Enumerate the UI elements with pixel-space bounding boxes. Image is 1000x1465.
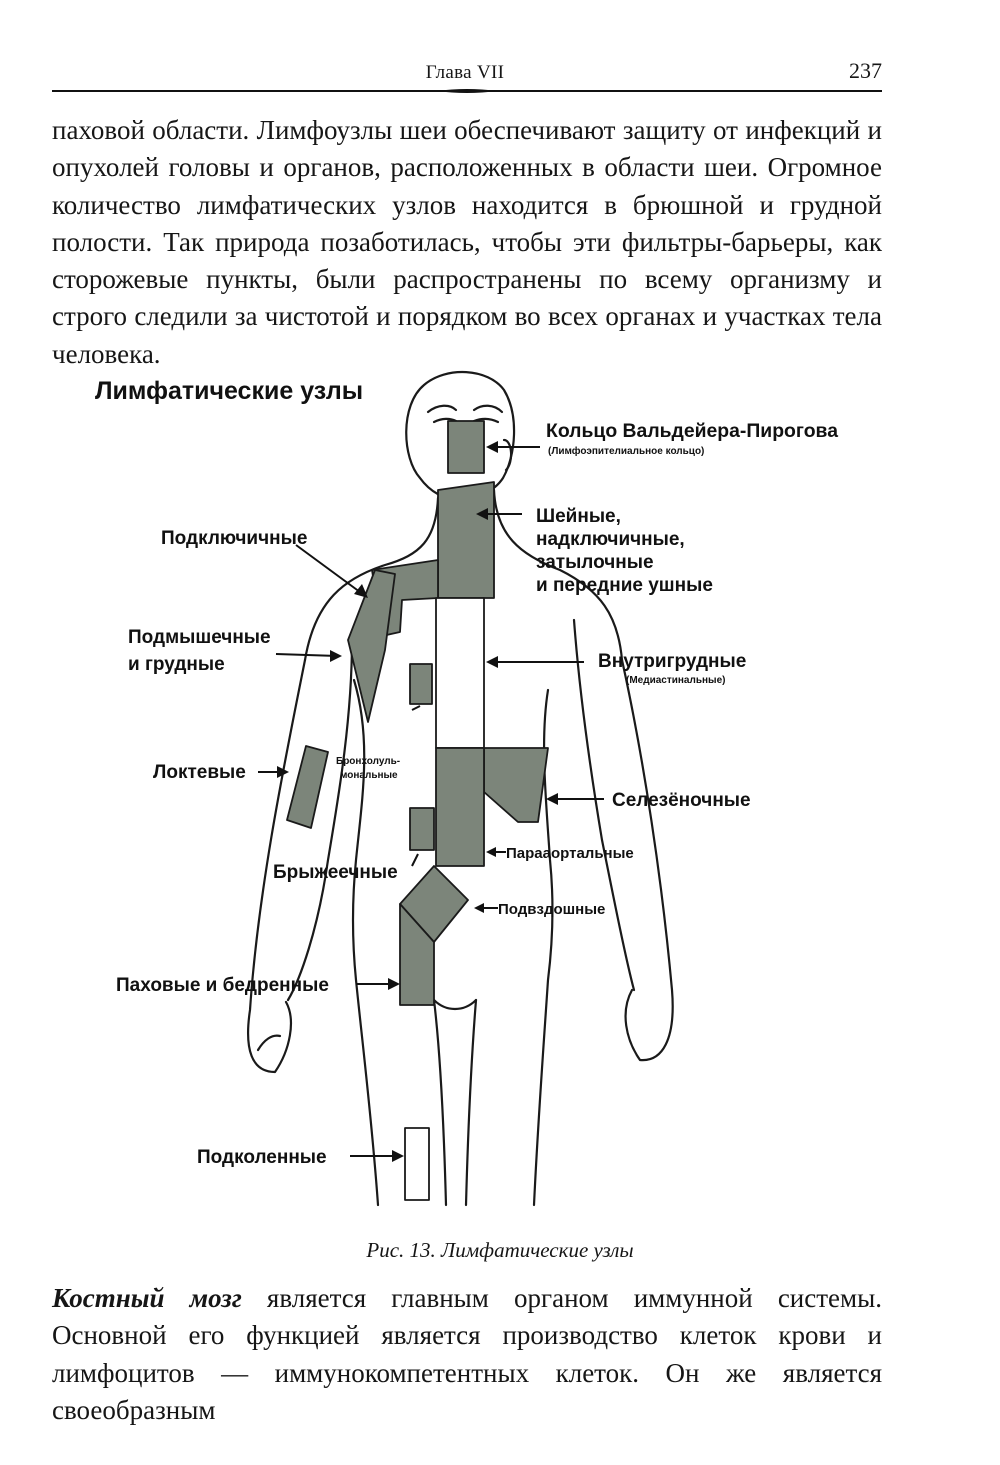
lymph-nodes-figure: Лимфатические узлы Кольцо Вальдейера-Пир… <box>95 371 838 1207</box>
label-cubital: Локтевые <box>153 762 246 783</box>
axillary-nodes <box>347 569 396 723</box>
paraaortic-nodes <box>435 747 485 867</box>
label-cervical-3: затылочные <box>536 552 654 573</box>
label-iliac: Подвздошные <box>498 901 605 918</box>
cubital-nodes <box>286 745 329 829</box>
mesenteric-nodes <box>409 807 435 851</box>
label-intrathoracic: Внутригрудные <box>598 651 746 672</box>
label-mesenteric: Брыжеечные <box>273 862 398 883</box>
label-axillary-1: Подмышечные <box>128 627 271 648</box>
label-subclavian: Подключичные <box>161 528 307 549</box>
body-paragraph-bottom: Костный мозг является главным органом им… <box>52 1280 882 1429</box>
popliteal-nodes <box>404 1127 430 1201</box>
figure-caption: Рис. 13. Лимфатические узлы <box>366 1238 634 1262</box>
label-bronchopulmonary-2: мональные <box>340 770 398 781</box>
label-bronchopulmonary-1: Бронхолуль- <box>336 756 400 767</box>
page-number: 237 <box>849 58 882 83</box>
label-intrathoracic-sub: (Медиастинальные) <box>626 675 725 686</box>
splenic-nodes <box>483 747 549 823</box>
label-waldeyer-sub: (Лимфоэпителиальное кольцо) <box>548 445 704 457</box>
label-popliteal: Подколенные <box>197 1147 327 1168</box>
label-splenic: Селезёночные <box>612 790 751 811</box>
label-waldeyer: Кольцо Вальдейера-Пирогова <box>546 421 838 442</box>
waldeyer-ring-node <box>447 420 485 474</box>
header-rule <box>52 89 882 93</box>
label-paraaortic: Парааортальные <box>506 845 634 862</box>
body-paragraph-top: паховой области. Лимфоузлы шеи обеспечив… <box>52 115 882 369</box>
bronchopulmonary-nodes <box>409 663 433 705</box>
cervical-nodes <box>437 481 495 599</box>
inguinal-nodes <box>399 903 435 1006</box>
lymph-node-regions <box>286 420 549 1201</box>
figure-title: Лимфатические узлы <box>95 377 363 405</box>
arrow-heads <box>277 441 558 1162</box>
label-cervical-1: Шейные, <box>536 506 621 527</box>
label-axillary-2: и грудные <box>128 654 225 675</box>
bone-marrow-term: Костный мозг <box>52 1283 242 1313</box>
label-inguinal: Паховые и бедренные <box>116 975 329 996</box>
intrathoracic-nodes <box>435 597 485 749</box>
chapter-title: Глава VII <box>425 62 505 83</box>
label-cervical-2: надключичные, <box>536 529 685 550</box>
label-cervical-4: и передние ушные <box>536 575 713 596</box>
bottom-paragraph-text: является главным органом иммунной систем… <box>52 1283 883 1425</box>
